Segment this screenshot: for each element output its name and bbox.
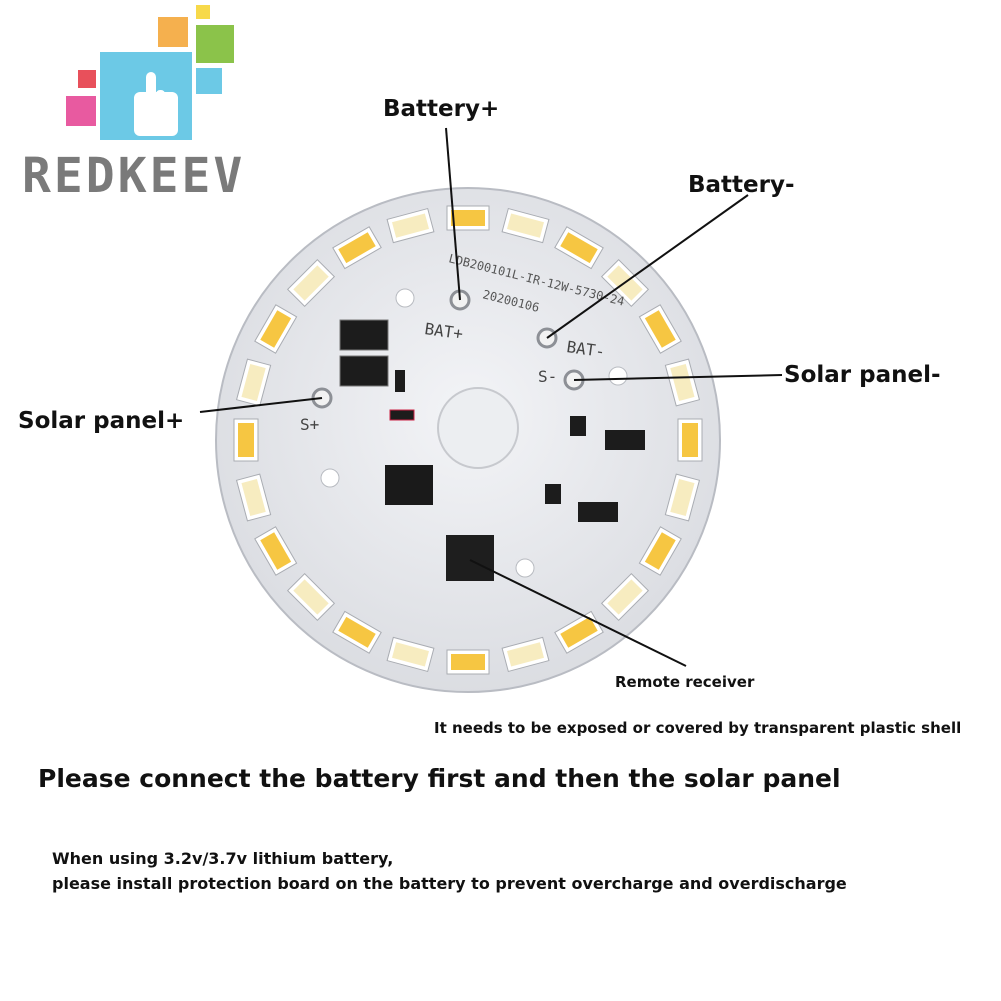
leader-line-battery-minus xyxy=(546,194,749,339)
led-chip xyxy=(386,636,435,673)
diode-d2 xyxy=(339,355,389,387)
hand-pointer-icon xyxy=(134,72,178,136)
warning-line-1: When using 3.2v/3.7v lithium battery, xyxy=(52,849,394,868)
label-solar-panel-plus: Solar panel+ xyxy=(18,408,185,434)
resistor xyxy=(605,430,645,450)
warning-line-2: please install protection board on the b… xyxy=(52,874,847,893)
mount-hole xyxy=(320,468,340,488)
led-chip xyxy=(235,473,272,522)
led-chip xyxy=(286,258,336,308)
label-battery-plus: Battery+ xyxy=(383,96,500,122)
led-chip xyxy=(233,418,259,462)
led-chip xyxy=(638,304,682,354)
leader-line-battery-plus xyxy=(445,127,461,301)
ir-receiver xyxy=(446,535,494,581)
led-chip xyxy=(501,636,550,673)
led-chip xyxy=(677,418,703,462)
chip-q1 xyxy=(570,416,586,436)
logo-tile xyxy=(158,17,188,47)
pad-label-s-plus: S+ xyxy=(300,415,319,434)
logo-tile xyxy=(196,68,222,94)
led-chip xyxy=(446,649,490,675)
brand-name: REDKEEV xyxy=(22,148,246,204)
led-chip xyxy=(501,207,550,244)
brand-logo xyxy=(66,5,234,140)
led-chip xyxy=(386,207,435,244)
diode-d1 xyxy=(339,319,389,351)
leader-line-solar-minus xyxy=(573,374,783,381)
mount-hole xyxy=(608,366,628,386)
led-chip xyxy=(286,572,336,622)
led-chip xyxy=(332,226,382,270)
led-chip xyxy=(332,610,382,654)
logo-tile xyxy=(196,25,234,63)
led-chip xyxy=(600,572,650,622)
logo-tile xyxy=(66,96,96,126)
label-battery-minus: Battery- xyxy=(688,172,795,198)
led-chip xyxy=(638,526,682,576)
note-exposed: It needs to be exposed or covered by tra… xyxy=(434,719,962,737)
chip xyxy=(395,370,405,392)
resistor xyxy=(578,502,618,522)
label-solar-panel-minus: Solar panel- xyxy=(784,362,941,388)
led-chip xyxy=(664,473,701,522)
logo-tile xyxy=(78,70,96,88)
label-remote-receiver: Remote receiver xyxy=(615,673,755,691)
mount-hole xyxy=(515,558,535,578)
led-chip xyxy=(554,226,604,270)
chip xyxy=(389,409,415,421)
leader-line-solar-plus xyxy=(199,397,323,413)
center-hole xyxy=(437,387,519,469)
led-chip xyxy=(664,358,701,407)
led-chip xyxy=(235,358,272,407)
chip-q2 xyxy=(545,484,561,504)
leader-line-remote xyxy=(469,559,687,667)
ic-u1 xyxy=(385,465,433,505)
led-chip xyxy=(254,526,298,576)
pad-label-s-minus: S- xyxy=(538,367,557,386)
led-chip xyxy=(254,304,298,354)
mount-hole xyxy=(395,288,415,308)
instruction-main: Please connect the battery first and the… xyxy=(38,764,841,793)
logo-tile xyxy=(196,5,210,19)
